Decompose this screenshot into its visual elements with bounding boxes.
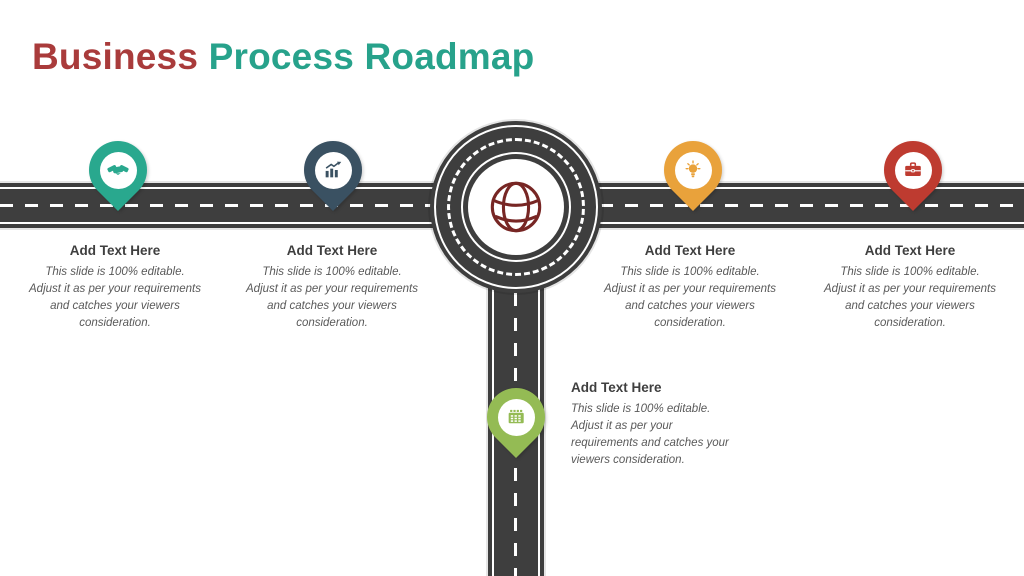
- lightbulb-icon: [685, 160, 701, 178]
- milestone-heading: Add Text Here: [644, 243, 736, 258]
- milestone-body: This slide is 100% editable. Adjust it a…: [571, 402, 729, 467]
- milestone-text-2[interactable]: Add Text Here This slide is 100% editabl…: [246, 242, 418, 333]
- milestone-pin-5[interactable]: [474, 375, 558, 459]
- milestone-body: This slide is 100% editable. Adjust it a…: [604, 265, 776, 330]
- roundabout: [430, 121, 602, 293]
- milestone-pin-3[interactable]: [651, 128, 735, 212]
- milestone-heading: Add Text Here: [571, 380, 662, 395]
- milestone-body: This slide is 100% editable. Adjust it a…: [29, 265, 201, 330]
- road-edge-line: [492, 207, 494, 576]
- pin-circle: [894, 151, 932, 189]
- roundabout-outer-line: [434, 125, 598, 289]
- roundabout-center: [468, 159, 564, 255]
- milestone-heading: Add Text Here: [69, 243, 161, 258]
- roundabout-inner-line: [461, 152, 571, 262]
- page-title[interactable]: Business Process Roadmap: [32, 36, 534, 78]
- briefcase-icon: [905, 162, 921, 176]
- title-part-process-roadmap: Process Roadmap: [208, 36, 535, 77]
- globe-icon: [490, 181, 542, 233]
- milestone-text-5[interactable]: Add Text Here This slide is 100% editabl…: [571, 379, 731, 470]
- milestone-pin-4[interactable]: [871, 128, 955, 212]
- road-edge-line: [538, 207, 540, 576]
- pin-circle: [497, 398, 535, 436]
- calendar-icon: [508, 409, 524, 424]
- milestone-text-3[interactable]: Add Text Here This slide is 100% editabl…: [604, 242, 776, 333]
- title-part-business: Business: [32, 36, 199, 77]
- milestone-body: This slide is 100% editable. Adjust it a…: [246, 265, 418, 330]
- milestone-pin-2[interactable]: [291, 128, 375, 212]
- pin-circle: [314, 151, 352, 189]
- milestone-text-4[interactable]: Add Text Here This slide is 100% editabl…: [824, 242, 996, 333]
- roundabout-dashed-line: [447, 138, 585, 276]
- milestone-text-1[interactable]: Add Text Here This slide is 100% editabl…: [29, 242, 201, 333]
- milestone-body: This slide is 100% editable. Adjust it a…: [824, 265, 996, 330]
- handshake-icon: [107, 165, 129, 176]
- milestone-heading: Add Text Here: [864, 243, 956, 258]
- milestone-pin-1[interactable]: [76, 128, 160, 212]
- milestone-heading: Add Text Here: [286, 243, 378, 258]
- bar-chart-icon: [325, 161, 342, 178]
- pin-circle: [674, 151, 712, 189]
- pin-circle: [99, 151, 137, 189]
